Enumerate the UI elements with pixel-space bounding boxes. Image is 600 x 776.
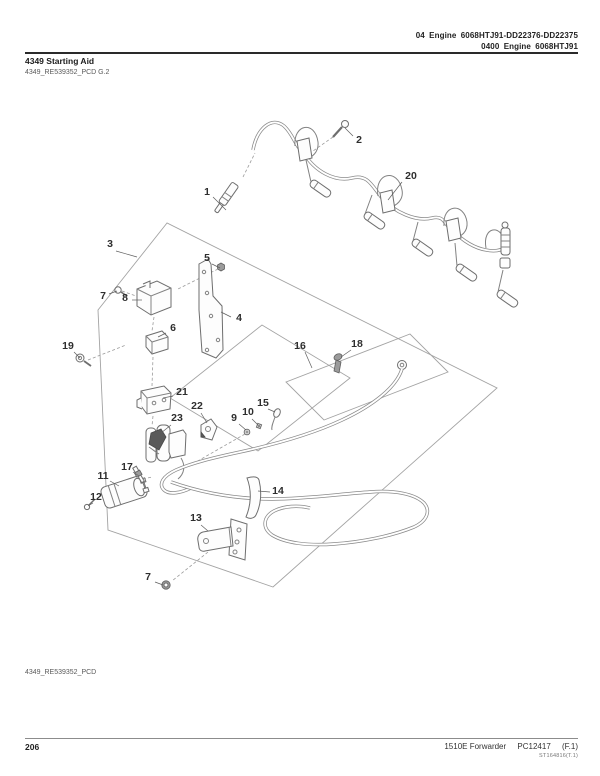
figure-caption: 4349_RE539352_PCD	[25, 669, 97, 676]
callout-leader-14	[257, 490, 271, 493]
callout-7: 7	[145, 571, 151, 583]
callout-leader-21	[162, 395, 174, 399]
callout-22: 22	[191, 400, 203, 412]
callout-leader-7	[108, 290, 118, 295]
relay-assembly	[114, 262, 225, 332]
clip-18	[333, 353, 343, 374]
callout-11: 11	[97, 470, 108, 482]
callout-13: 13	[190, 512, 202, 524]
callout-leader-1	[212, 196, 227, 211]
footer-revision: (F.1)	[562, 742, 578, 751]
callout-leader-23	[160, 424, 172, 434]
callout-19: 19	[62, 340, 74, 352]
callout-leader-7	[154, 581, 164, 586]
callout-leader-6	[157, 332, 167, 338]
callout-21: 21	[176, 386, 188, 398]
callout-8: 8	[122, 292, 128, 304]
zone-middle-outline	[169, 324, 351, 452]
bracket-13	[171, 518, 248, 582]
nut-5	[217, 262, 225, 272]
callout-6: 6	[170, 322, 176, 334]
callout-16: 16	[294, 340, 306, 352]
callout-20: 20	[405, 170, 417, 182]
glow-plug-harness	[251, 120, 519, 308]
callout-4: 4	[236, 312, 242, 324]
zone-outlines	[97, 222, 498, 588]
mounting-bracket	[198, 258, 224, 359]
nut-7-bottom	[161, 580, 171, 590]
footer-model: 1510E Forwarder	[444, 742, 507, 751]
callout-7: 7	[100, 290, 106, 302]
callout-leader-3	[115, 250, 138, 258]
washer-9	[243, 428, 251, 436]
page-number: 206	[25, 742, 40, 752]
callout-leader-9	[238, 423, 247, 431]
callout-leader-12	[87, 502, 94, 507]
footer-doc-ref: ST164816(T.1)	[539, 753, 578, 759]
callout-leader-4	[220, 311, 232, 318]
callout-leader-5	[211, 263, 221, 269]
fitting-17	[132, 465, 153, 484]
callout-5: 5	[204, 252, 210, 264]
starting-aid-cable	[159, 360, 430, 547]
harness-clamp-3	[445, 217, 462, 242]
bracket-22	[200, 418, 218, 441]
glow-plug	[214, 152, 256, 214]
figure-reference: 4349_RE539352_PCD G.2	[25, 69, 110, 76]
terminal-23	[148, 428, 167, 455]
callout-9: 9	[231, 412, 237, 424]
callout-23: 23	[171, 412, 183, 424]
callout-15: 15	[257, 397, 269, 409]
cable-clamp-14	[245, 476, 262, 519]
callout-2: 2	[356, 134, 362, 146]
footer-catalog: PC12417	[517, 742, 551, 751]
harness-clamp-1	[296, 137, 313, 162]
footer-publication: 1510E Forwarder PC12417 (F.1)	[435, 742, 578, 751]
callout-leader-19	[73, 351, 81, 359]
callout-3: 3	[107, 238, 113, 250]
connector-boots	[305, 159, 519, 308]
header-rule	[25, 52, 578, 54]
callout-12: 12	[90, 491, 102, 503]
callout-18: 18	[351, 338, 363, 350]
callout-leader-17	[132, 471, 140, 477]
callout-leader-18	[340, 349, 352, 358]
footer-rule	[25, 738, 578, 739]
callout-17: 17	[121, 461, 133, 473]
callout-10: 10	[242, 406, 254, 418]
callout-14: 14	[272, 485, 284, 497]
relay-screw	[114, 286, 122, 294]
callout-1: 1	[204, 186, 210, 198]
screw-19	[75, 344, 127, 367]
connector-6	[145, 330, 169, 387]
header-line-1: 04 Engine 6068HTJ91-DD22376-DD22375	[415, 31, 578, 40]
zone-16-outline	[285, 333, 449, 421]
callout-leader-13	[200, 524, 209, 532]
callout-leader-16	[304, 351, 313, 369]
header-line-2: 0400 Engine 6068HTJ91	[481, 42, 578, 51]
connector-21	[136, 385, 172, 427]
relay	[136, 280, 172, 316]
callout-leader-22	[200, 412, 208, 424]
callout-leader-15	[267, 408, 276, 413]
mounting-bolt	[312, 120, 349, 152]
harness-end-plug	[499, 221, 511, 269]
callout-leader-10	[251, 418, 259, 426]
callout-leader-11	[109, 480, 120, 487]
callout-leader-2	[344, 127, 354, 137]
callout-leader-20	[387, 181, 403, 201]
clip-15	[271, 408, 281, 431]
section-title: 4349 Starting Aid	[25, 56, 95, 66]
zone-3-outline	[97, 222, 498, 588]
